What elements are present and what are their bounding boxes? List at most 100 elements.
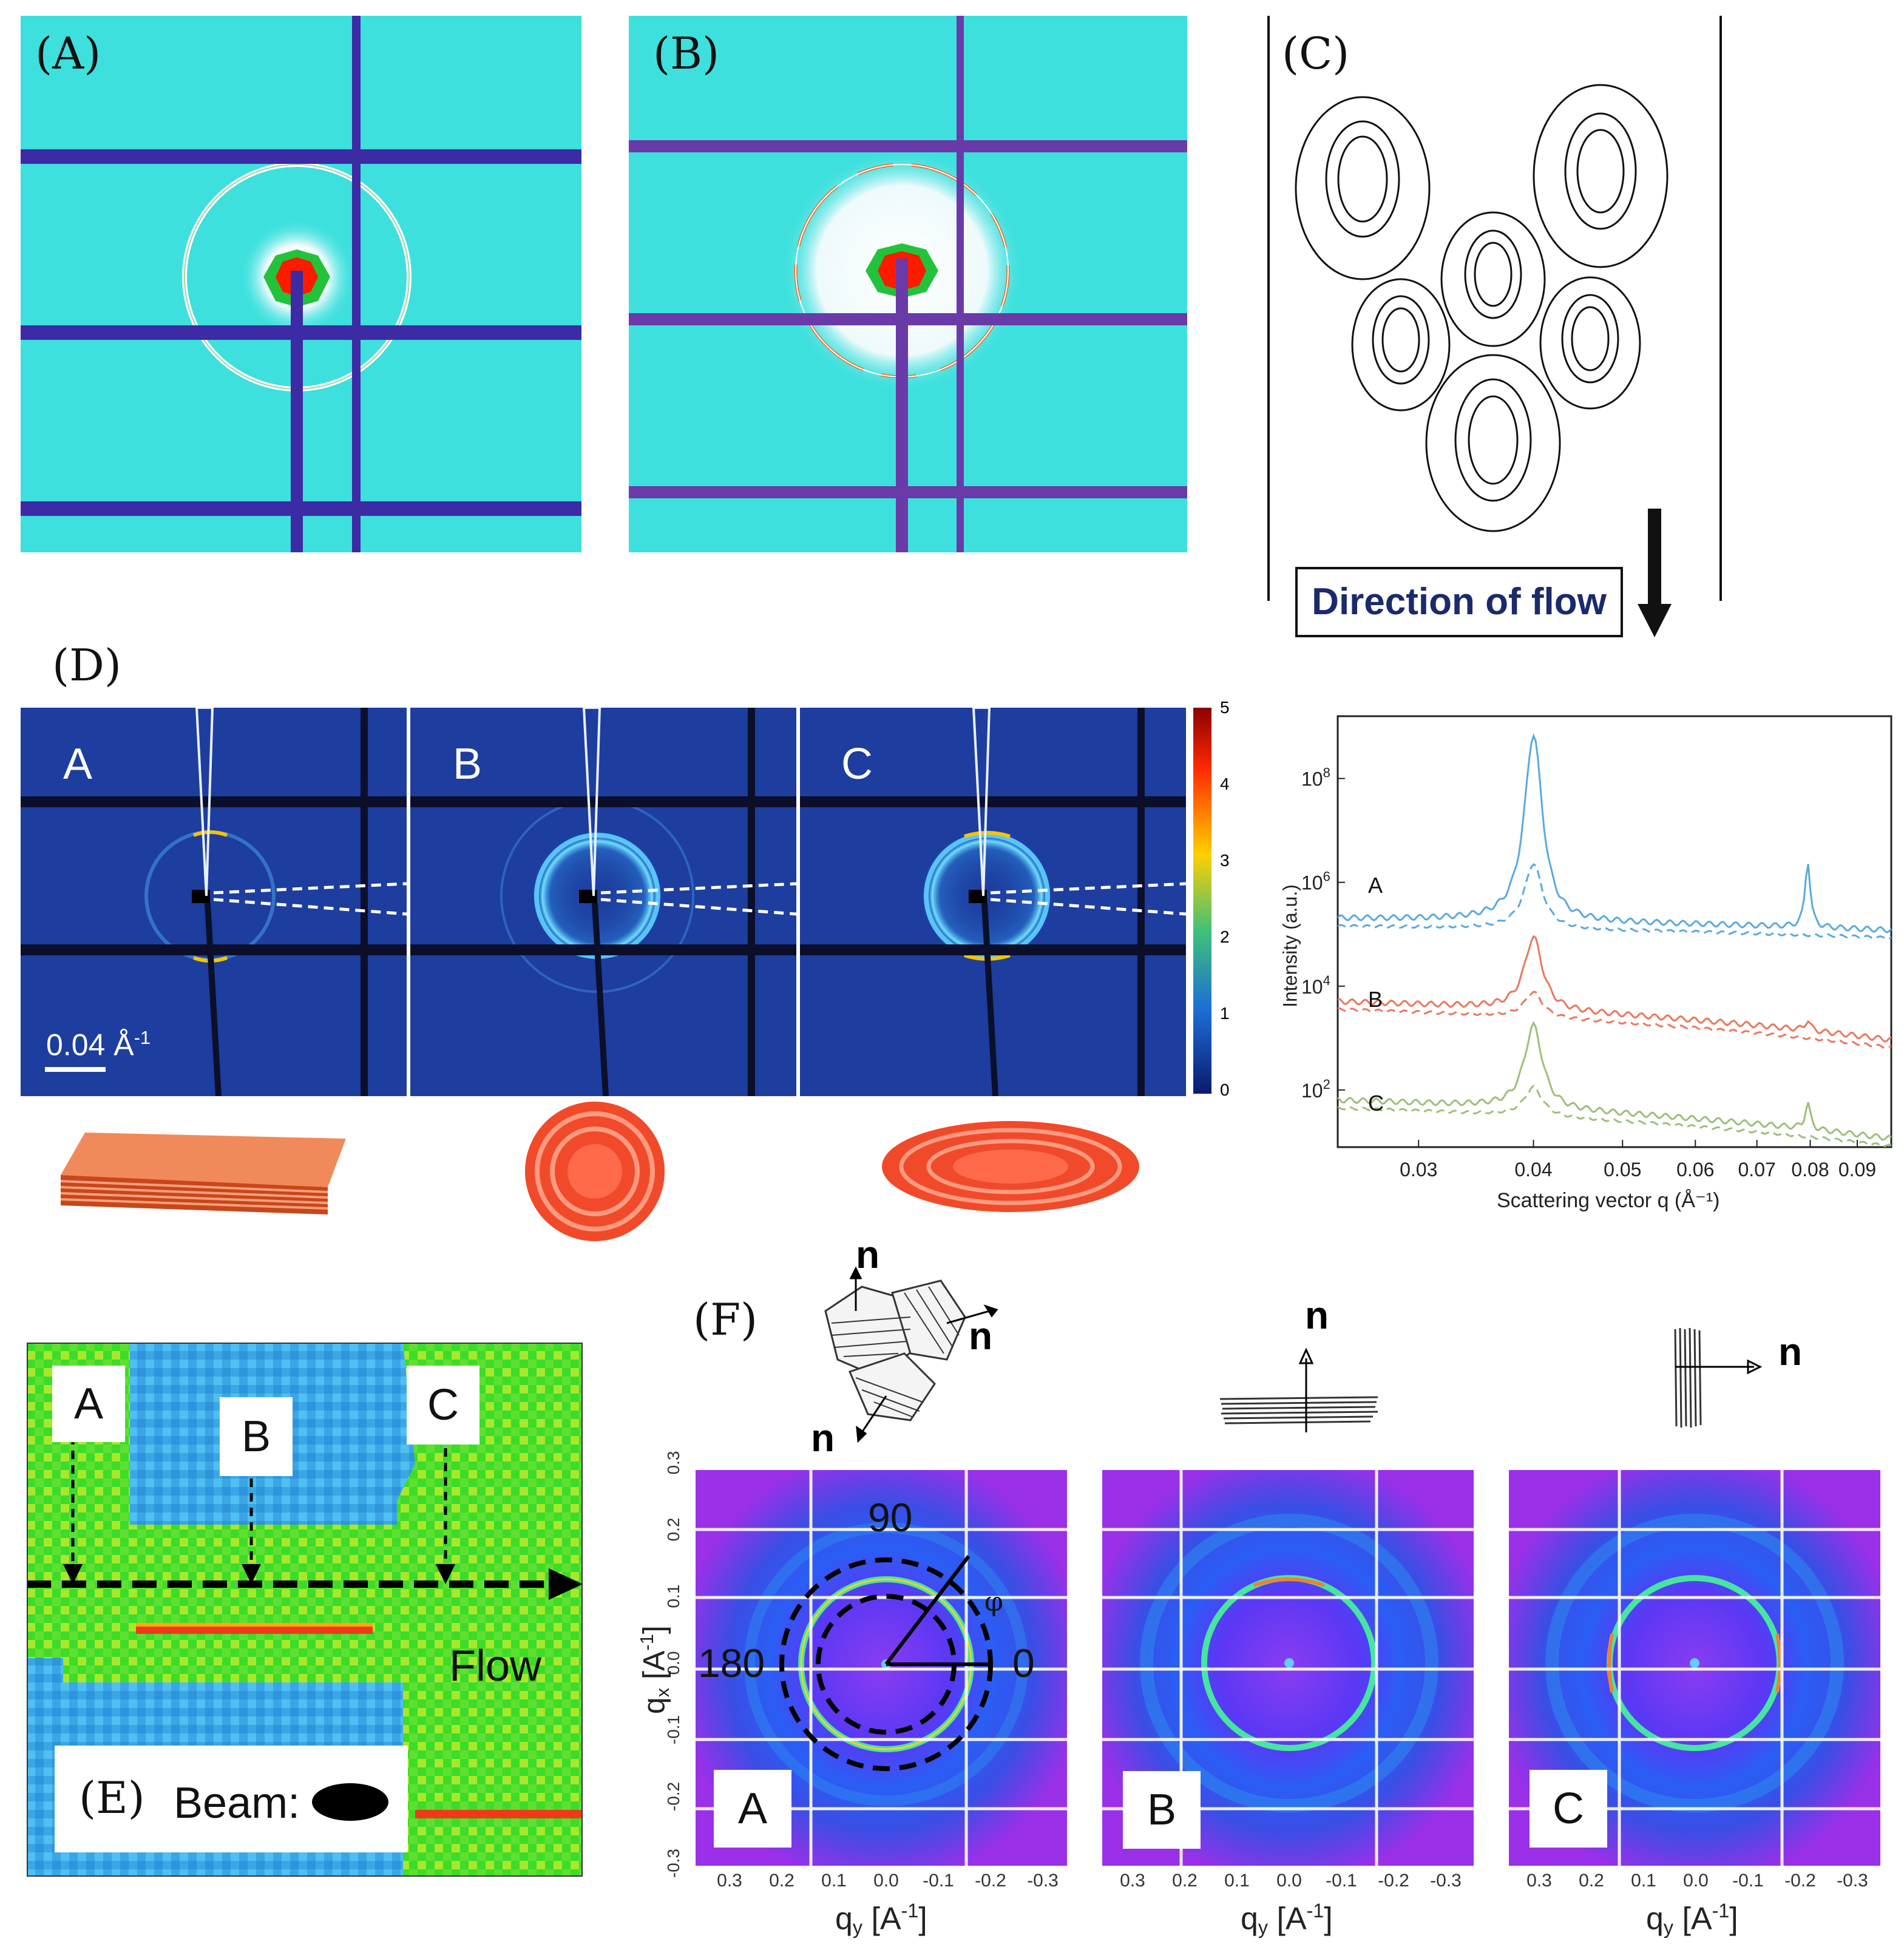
f-x-tick-label: -0.2 <box>975 1871 1006 1891</box>
f-x-tick-label: 0.1 <box>821 1871 847 1891</box>
y-tick-label: 106 <box>1301 869 1330 894</box>
series-label: C <box>1368 1091 1384 1116</box>
e-marker-c: C <box>407 1366 479 1445</box>
qx-unit: [A <box>637 1650 671 1688</box>
f-horizontal-layers-sketch <box>1214 1341 1384 1438</box>
x-tick-label: 0.09 <box>1838 1159 1876 1181</box>
panel-d-detector-images <box>21 706 1187 1097</box>
f-x-tick-label: 0.3 <box>717 1871 742 1891</box>
x-tick-label: 0.03 <box>1400 1159 1437 1181</box>
series-label: A <box>1368 873 1383 898</box>
panel-a-svg <box>21 16 581 552</box>
f-x-tick-label: 0.3 <box>1120 1871 1145 1891</box>
onion-sphere-svg <box>525 1102 665 1241</box>
series-label: B <box>1368 987 1383 1012</box>
y-tick-label: 104 <box>1301 973 1330 998</box>
f-y-tick-label: 0.2 <box>664 1517 683 1542</box>
f-x-tick-label: -0.1 <box>923 1871 954 1891</box>
qy-q: q <box>1241 1901 1258 1937</box>
f-normal-label: n <box>1305 1293 1329 1337</box>
colorbar-tick: 5 <box>1220 698 1230 717</box>
panel-e-label: (E) <box>79 1772 145 1823</box>
d-colorbar <box>1193 708 1211 1094</box>
f-angle-180: 180 <box>698 1641 765 1685</box>
qy-q: q <box>835 1901 853 1937</box>
f-qy-axis-label-b: qy [A-1] <box>1241 1900 1333 1939</box>
qx-sub: x <box>652 1687 674 1698</box>
f-x-tick-label: 0.2 <box>1579 1871 1604 1891</box>
x-tick-label: 0.06 <box>1676 1159 1714 1181</box>
y-tick-label: 102 <box>1301 1077 1330 1102</box>
d-sub-b-label: B <box>453 740 483 788</box>
f-angle-0: 0 <box>1012 1641 1035 1685</box>
x-tick-label: 0.07 <box>1738 1159 1776 1181</box>
panel-b-label: (B) <box>653 28 720 79</box>
colorbar-tick: 4 <box>1220 774 1230 793</box>
panel-a-image <box>21 16 581 552</box>
f-x-tick-label: -0.3 <box>1430 1871 1462 1891</box>
panel-d-svg <box>21 706 1187 1097</box>
f-x-tick-label: -0.3 <box>1837 1871 1868 1891</box>
f-phi-symbol: φ <box>984 1587 1003 1618</box>
qy-unit-close: ] <box>1729 1901 1738 1937</box>
f-x-tick-label: 0.2 <box>769 1871 794 1891</box>
qx-q: q <box>637 1697 671 1715</box>
f-normal-label: n <box>811 1416 835 1460</box>
series-line-A <box>1337 733 1892 933</box>
qy-sub: y <box>1258 1916 1269 1939</box>
chart-y-axis-label: Intensity (a.u.) <box>1279 884 1301 1008</box>
y-tick-label: 108 <box>1301 765 1330 790</box>
panel-c-svg <box>1267 16 1722 637</box>
f-y-tick-label: -0.1 <box>664 1715 683 1745</box>
e-beam-label: Beam: <box>174 1779 300 1828</box>
f-x-tick-label: 0.0 <box>1683 1871 1709 1891</box>
d-scale-sup: -1 <box>134 1027 151 1048</box>
vertical-layers-svg <box>1674 1327 1763 1428</box>
e-marker-b: B <box>220 1397 293 1476</box>
f-x-tick-label: 0.1 <box>1631 1871 1656 1891</box>
panel-b-svg <box>629 16 1187 552</box>
horizontal-layers-svg <box>1219 1347 1378 1432</box>
qy-unit-close: ] <box>1324 1901 1333 1937</box>
d-shape-onion-sphere <box>522 1099 668 1244</box>
qy-unit-sup: -1 <box>901 1900 919 1922</box>
f-x-tick-label: 0.0 <box>873 1871 899 1891</box>
f-x-tick-label: 0.3 <box>1526 1871 1552 1891</box>
grain-ellipses <box>1295 84 1669 532</box>
f-sub-c-label: C <box>1530 1770 1607 1848</box>
e-flow-label: Flow <box>449 1642 542 1690</box>
f-qy-axis-label-a: qy [A-1] <box>835 1900 927 1939</box>
grains-svg <box>824 1266 998 1443</box>
series-dashed-line-C <box>1337 1085 1892 1148</box>
f-y-tick-label: 0.3 <box>664 1451 683 1475</box>
panel-a-label: (A) <box>35 28 101 79</box>
panel-c-label: (C) <box>1282 28 1350 79</box>
qy-sub: y <box>852 1916 863 1939</box>
f-normal-label: n <box>1778 1330 1803 1374</box>
series-line-C <box>1337 1020 1892 1142</box>
chart-x-axis-label: Scattering vector q (Å⁻¹) <box>1497 1189 1720 1212</box>
qy-unit-sup: -1 <box>1712 1900 1730 1922</box>
panel-d-label: (D) <box>52 640 121 691</box>
series-dashed-line-A <box>1337 862 1892 940</box>
d-subpanel-b <box>410 706 797 1097</box>
colorbar-tick: 1 <box>1220 1004 1230 1023</box>
colorbar-tick: 2 <box>1220 927 1230 946</box>
colorbar-tick: 3 <box>1220 851 1230 870</box>
series-dashed-line-B <box>1338 991 1892 1049</box>
onion-ellipsoid-svg <box>882 1121 1139 1212</box>
f-vertical-layers-sketch <box>1663 1323 1791 1432</box>
f-x-tick-label: -0.1 <box>1732 1871 1764 1891</box>
f-x-tick-label: -0.2 <box>1378 1871 1409 1891</box>
colorbar-tick: 0 <box>1220 1080 1230 1099</box>
f-x-tick-label: 0.1 <box>1224 1871 1250 1891</box>
f-y-tick-label: -0.2 <box>664 1781 683 1812</box>
d-shape-stacked-plates <box>42 1114 358 1218</box>
f-x-tick-label: -0.1 <box>1326 1871 1357 1891</box>
e-marker-a: A <box>52 1366 125 1442</box>
qx-unit-close: ] <box>637 1625 671 1634</box>
x-tick-label: 0.05 <box>1604 1159 1641 1181</box>
f-y-tick-label: -0.3 <box>664 1848 683 1878</box>
qy-q: q <box>1646 1901 1664 1937</box>
qy-unit: [A <box>862 1901 901 1937</box>
